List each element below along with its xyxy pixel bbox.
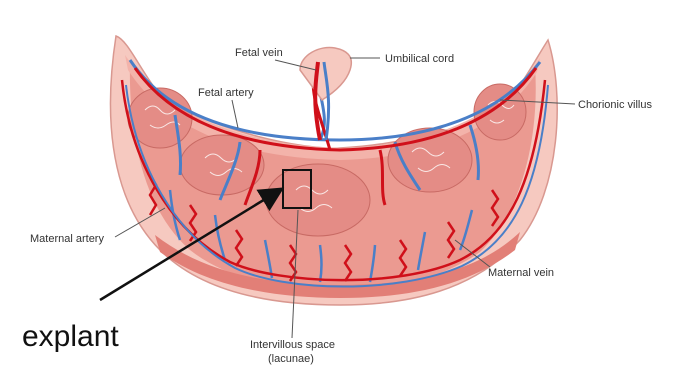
label-maternal-artery: Maternal artery (30, 233, 104, 245)
label-maternal-vein: Maternal vein (488, 267, 554, 279)
label-explant: explant (22, 320, 119, 353)
label-lacunae: (lacunae) (268, 353, 314, 365)
label-fetal-vein: Fetal vein (235, 47, 283, 59)
label-chorionic-villus: Chorionic villus (578, 99, 652, 111)
label-fetal-artery: Fetal artery (198, 87, 254, 99)
label-intervillous-space: Intervillous space (250, 339, 335, 351)
label-umbilical-cord: Umbilical cord (385, 53, 454, 65)
